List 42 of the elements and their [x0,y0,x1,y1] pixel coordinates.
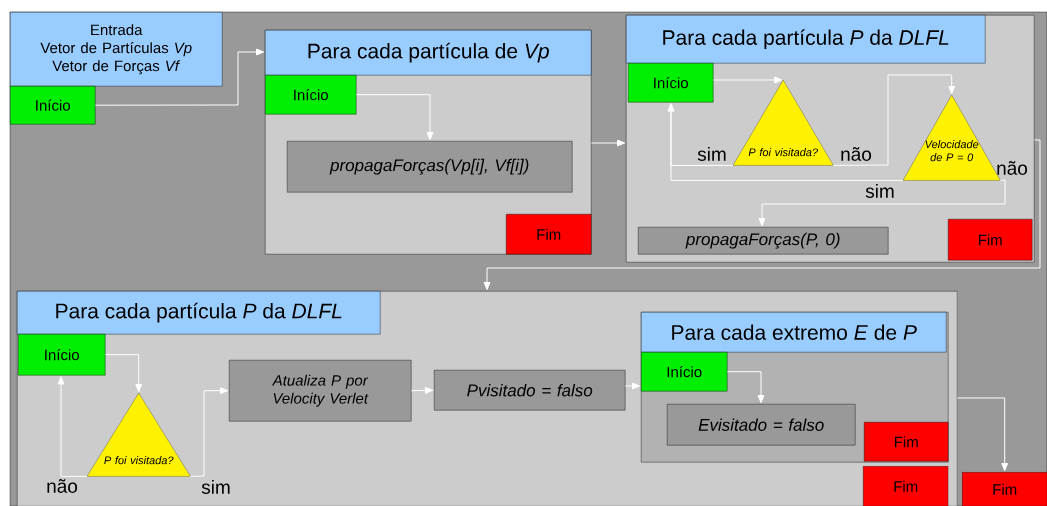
process-box: Pvisitado = falso [434,370,626,411]
input-box: Entrada Vetor de Partículas Vp Vetor de Forças Vf [10,12,223,87]
arrow [355,94,434,141]
process-box: Atualiza P por Velocity Verlet [229,360,412,422]
edge-label: sim [201,480,230,494]
end-box: Fim [962,472,1047,506]
start-box: Início [265,75,357,115]
arrow [104,354,143,393]
end-box: Fim [863,466,949,506]
arrow [57,376,88,477]
start-box: Início [10,86,96,125]
arrow [726,371,765,404]
edge-label: sim [697,147,726,161]
end-box: Fim [864,422,949,462]
arrow [758,179,1006,227]
arrow [956,397,1009,472]
edge-label: sim [865,184,894,198]
decision-triangle: P foi visitada? [732,79,834,166]
edge-label: não [47,479,78,493]
start-box: Início [628,63,714,103]
end-box: Fim [506,214,592,255]
arrow [94,48,265,106]
edge-label: não [841,147,872,161]
decision-triangle: P foi visitada? [86,392,191,477]
process-box: propagaForças(Vp[i], Vf[i]) [287,141,573,193]
start-box: Início [641,352,728,392]
start-box: Início [18,334,106,376]
header-band: Para cada extremo E de P [641,312,947,353]
header-band: Para cada partícula P da DLFL [626,15,986,64]
end-box: Fim [948,219,1033,261]
arrow [410,387,434,394]
process-box: propagaForças(P, 0) [638,227,889,255]
arrow [590,139,626,147]
arrow [832,74,956,166]
arrow [483,139,1041,291]
process-box: Evisitado = falso [667,404,856,446]
header-band: Para cada partícula de Vp [265,30,592,76]
arrow [624,382,641,390]
arrow [712,76,783,84]
header-band: Para cada partícula P da DLFL [17,291,381,335]
arrow [189,387,229,477]
arrow [667,103,904,181]
